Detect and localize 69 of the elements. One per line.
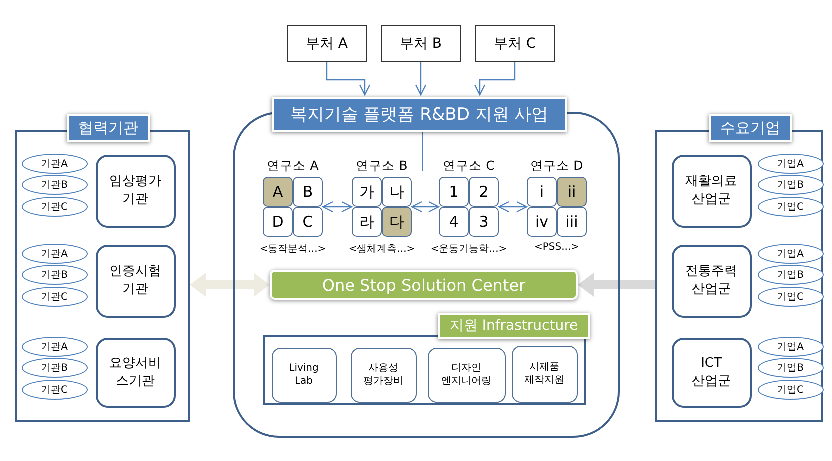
lab-heading: 연구소 D (530, 158, 584, 175)
grid-cell: 나 (382, 177, 412, 207)
arrow (326, 62, 371, 96)
member-ellipse: 기관C (22, 196, 88, 216)
grid-cell: iv (527, 207, 557, 237)
lab-caption: <동작분석...> (258, 243, 328, 256)
category-box: 재활의료 산업군 (672, 154, 752, 228)
arrow (474, 62, 516, 96)
arrow (415, 62, 427, 96)
center-bar: One Stop Solution Center (270, 270, 578, 300)
ministry-box: 부처 B (381, 25, 461, 62)
member-ellipse: 기업A (758, 336, 824, 356)
infrastructure-tab: 지원 Infrastructure (438, 313, 590, 339)
ministry-box: 부처 C (475, 25, 555, 62)
lab-caption: <운동기능학...> (430, 243, 508, 256)
block-arrow (578, 273, 655, 297)
grid-cell: 1 (439, 177, 469, 207)
arrow (498, 201, 528, 213)
grid-cell: C (293, 207, 323, 237)
lab-caption: <PSS...> (533, 242, 581, 255)
member-ellipse: 기업B (758, 264, 824, 284)
member-ellipse: 기관B (22, 358, 88, 378)
facility-box: 디자인 엔지니어링 (428, 348, 506, 402)
heading-banner: 협력기관 (67, 114, 150, 142)
grid-cell: 라 (352, 207, 382, 237)
lab-heading: 연구소 B (355, 158, 409, 175)
member-ellipse: 기관A (22, 154, 88, 174)
category-box: 요양서비 스기관 (96, 338, 176, 408)
grid-cell: i (527, 177, 557, 207)
grid-cell: iii (557, 207, 587, 237)
member-ellipse: 기업C (758, 196, 824, 216)
ministry-box: 부처 A (287, 25, 367, 62)
member-ellipse: 기업B (758, 174, 824, 194)
member-ellipse: 기업A (758, 244, 824, 264)
member-ellipse: 기관C (22, 380, 88, 400)
member-ellipse: 기업C (758, 380, 824, 400)
member-ellipse: 기업B (758, 358, 824, 378)
facility-box: 사용성 평가장비 (350, 348, 416, 402)
grid-cell: D (263, 207, 293, 237)
arrow (411, 201, 440, 213)
category-box: ICT 산업군 (672, 338, 752, 408)
grid-cell: A (263, 177, 293, 207)
member-ellipse: 기업C (758, 286, 824, 306)
grid-cell: 4 (439, 207, 469, 237)
member-ellipse: 기관B (22, 264, 88, 284)
heading-banner: 수요기업 (709, 114, 792, 142)
arrow (322, 201, 353, 213)
grid-cell: 다 (382, 207, 412, 237)
grid-cell: B (293, 177, 323, 207)
category-box: 전통주력 산업군 (672, 244, 752, 318)
lab-caption: <생체계측...> (348, 243, 416, 256)
lab-heading: 연구소 A (266, 158, 320, 175)
member-ellipse: 기업A (758, 154, 824, 174)
block-arrow (190, 273, 270, 297)
member-ellipse: 기관C (22, 286, 88, 306)
category-box: 인증시험 기관 (96, 244, 176, 318)
grid-cell: 가 (352, 177, 382, 207)
category-box: 임상평가 기관 (96, 154, 176, 228)
member-ellipse: 기관A (22, 244, 88, 264)
heading-banner: 복지기술 플랫폼 R&BD 지원 사업 (272, 97, 567, 132)
connector-line (422, 130, 424, 172)
member-ellipse: 기관A (22, 336, 88, 356)
facility-box: Living Lab (272, 348, 336, 402)
grid-cell: 2 (469, 177, 499, 207)
grid-cell: ii (557, 177, 587, 207)
facility-box: 시제품 제작지원 (512, 346, 578, 402)
member-ellipse: 기관B (22, 174, 88, 194)
lab-heading: 연구소 C (442, 158, 496, 175)
grid-cell: 3 (469, 207, 499, 237)
